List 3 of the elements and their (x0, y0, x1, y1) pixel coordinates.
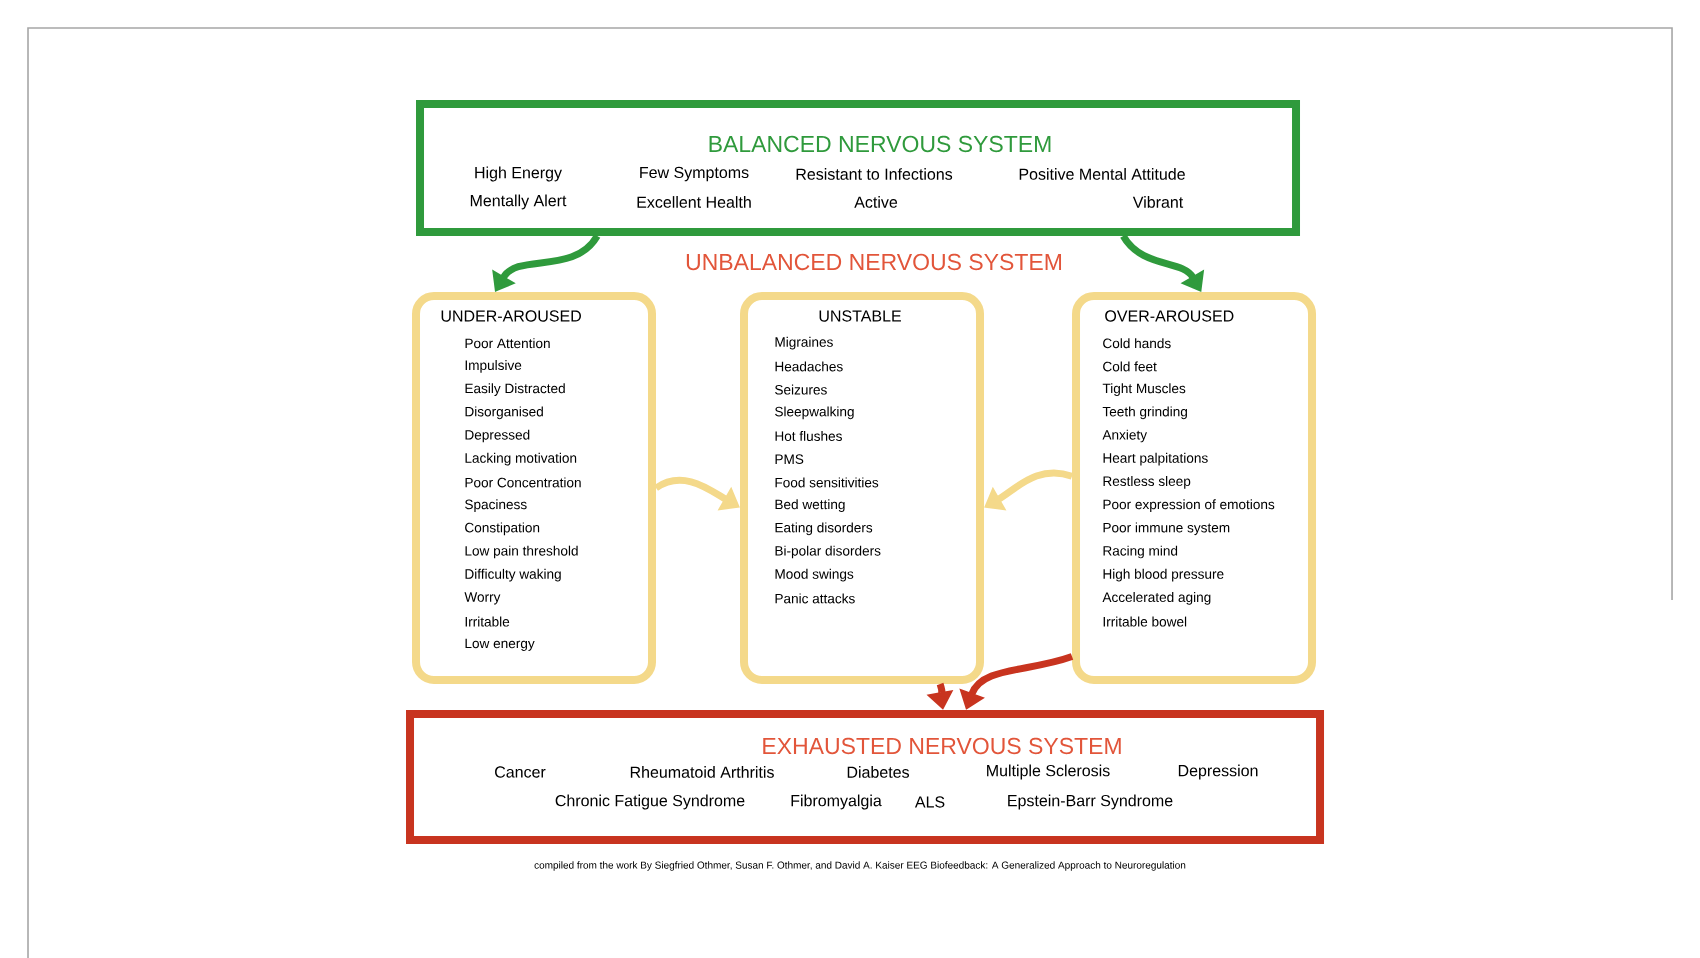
section-heading: UNBALANCED NERVOUS SYSTEM (686, 253, 1061, 271)
state-box: BALANCED NERVOUS SYSTEM High Energy Few Symptoms Resistant to Infections Positive Mental Attitude Mentally Alert Excellent Health Active Vibrant (416, 100, 1300, 236)
state-box: EXHAUSTED NERVOUS SYSTEM Cancer Rheumatoid Arthritis Diabetes Multiple Sclerosis Depression Chronic Fatigue Syndrome Fibromyalgia ALS Epstein-Barr Syndrome (406, 710, 1324, 844)
